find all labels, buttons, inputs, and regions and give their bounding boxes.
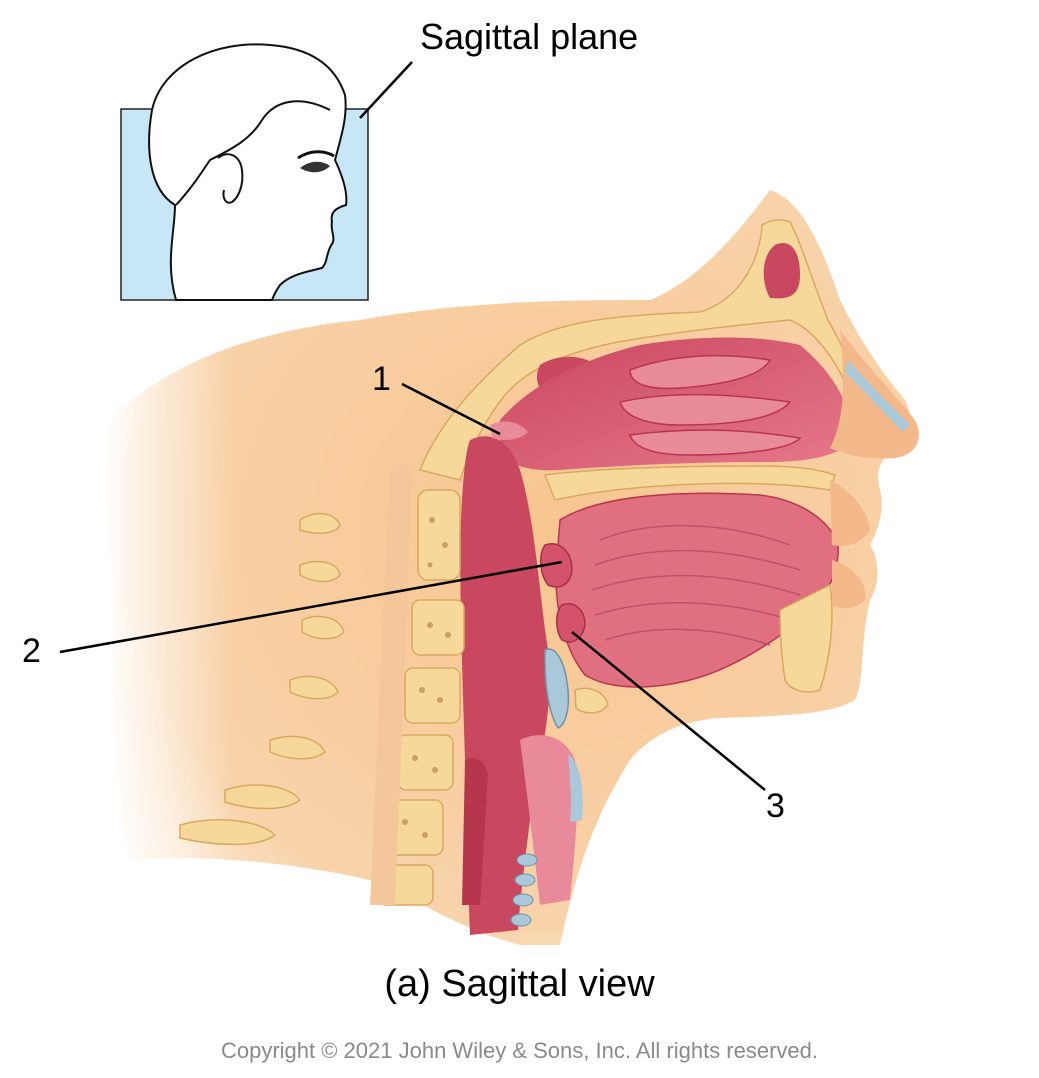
structure-label-3: 3 — [766, 787, 785, 825]
superior-concha — [629, 354, 772, 390]
upper-lip — [830, 480, 870, 547]
lingual-tonsil — [556, 603, 586, 643]
nasal-cartilage — [845, 360, 910, 432]
leader-line-2 — [59, 560, 563, 654]
head-outline — [148, 43, 348, 301]
hard-palate — [543, 465, 836, 501]
middle-concha — [619, 393, 792, 426]
tongue-muscle-fibers — [591, 524, 801, 646]
hairline — [175, 100, 331, 206]
leader-line-3 — [571, 631, 766, 791]
cervical-vertebrae — [377, 489, 465, 906]
larynx — [520, 735, 578, 905]
structure-label-1: 1 — [372, 360, 391, 398]
frontal-sinus — [763, 243, 800, 299]
sagittal-plane-label: Sagittal plane — [420, 16, 639, 57]
figure-caption: (a) Sagittal view — [384, 963, 655, 1005]
lower-lip — [832, 560, 866, 609]
eyebrow — [297, 150, 335, 160]
esophagus — [462, 758, 488, 905]
structure-label-2: 2 — [22, 632, 41, 670]
leader-line-1 — [401, 382, 501, 436]
vertebral-marrow — [402, 517, 451, 838]
pharyngeal-tonsil — [490, 421, 528, 440]
copyright-notice: Copyright © 2021 John Wiley & Sons, Inc.… — [220, 1038, 819, 1063]
head-neck-section — [100, 190, 919, 945]
skull-bone — [418, 219, 859, 481]
ear-icon — [217, 153, 244, 204]
inferior-concha — [629, 429, 802, 456]
hyoid-bone — [574, 687, 609, 714]
spinous-processes — [179, 513, 345, 846]
spinal-canal — [370, 464, 412, 905]
thyroid-cartilage — [568, 755, 583, 822]
mandible — [779, 583, 833, 693]
inset-head-diagram — [120, 43, 369, 301]
sagittal-plane-leader — [359, 61, 413, 119]
epiglottis — [544, 648, 570, 729]
tracheal-rings — [510, 853, 538, 927]
eye-icon — [300, 161, 330, 173]
